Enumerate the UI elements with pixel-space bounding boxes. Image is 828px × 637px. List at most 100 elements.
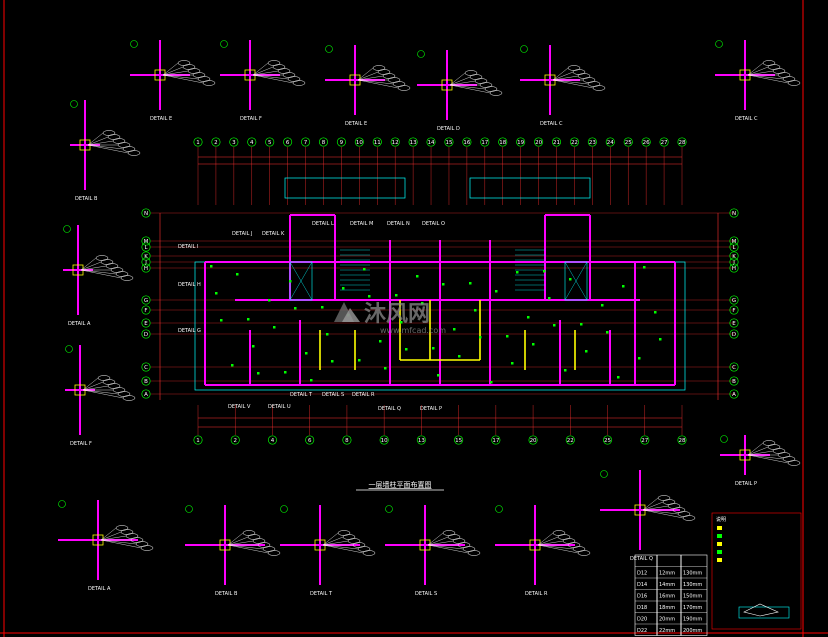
leader-line — [162, 70, 189, 76]
rebar-mark — [289, 280, 292, 283]
axis-top-21: 21 — [553, 140, 560, 146]
axis-top-9: 9 — [340, 140, 344, 146]
axis-left-K-circle — [141, 251, 151, 261]
rebar-mark — [400, 321, 403, 324]
axis-bottom-10: 10 — [381, 438, 388, 444]
leader-line — [552, 79, 589, 85]
rebar-mark — [379, 340, 382, 343]
rebar-mark — [469, 282, 472, 285]
rebar-mark — [543, 270, 546, 273]
detail-axis-bubble — [520, 45, 528, 53]
axis-right-K-circle — [729, 251, 739, 261]
rebar-mark — [210, 265, 213, 268]
axis-left-B-circle — [141, 376, 151, 386]
leader-line — [427, 544, 469, 554]
axis-top-18-circle — [498, 137, 508, 147]
leader-line — [100, 539, 142, 549]
rebar-mark — [437, 374, 440, 377]
axis-bottom-28-circle — [677, 435, 687, 445]
leader-line — [82, 381, 104, 391]
leader-line — [747, 454, 784, 460]
rebar-mark — [310, 379, 313, 382]
axis-top-7-circle — [301, 137, 311, 147]
plan-callout: DETAIL P — [420, 406, 442, 412]
table-cell: D14 — [637, 582, 647, 588]
plan-callout: DETAIL K — [262, 231, 285, 237]
axis-top-19: 19 — [517, 140, 524, 146]
axis-left-H: H — [144, 266, 148, 272]
detail-label: DETAIL B — [215, 591, 238, 597]
detail-top-5: DETAIL C — [715, 40, 801, 122]
leader-line — [82, 377, 99, 391]
rebar-mark — [606, 331, 609, 334]
axis-left-E: E — [144, 321, 148, 327]
leader-line — [322, 540, 349, 546]
axis-top-23: 23 — [589, 140, 596, 146]
rebar-mark — [326, 333, 329, 336]
leader-line — [642, 509, 679, 515]
leader-line — [449, 84, 486, 90]
plan-title: 一层墙柱平面布置图 — [369, 480, 432, 489]
legend: 说明 — [711, 512, 802, 630]
rebar-tag — [120, 275, 134, 281]
axis-top-8: 8 — [322, 140, 326, 146]
detail-axis-bubble — [63, 225, 71, 233]
axis-left-M: M — [144, 239, 149, 245]
axis-bottom-1: 1 — [196, 438, 200, 444]
leader-line — [747, 66, 769, 76]
axis-right-N-circle — [729, 208, 739, 218]
rebar-tag — [140, 545, 154, 551]
detail-left-2: DETAIL F — [65, 345, 136, 447]
axis-top-28-circle — [677, 137, 687, 147]
axis-top-20-circle — [534, 137, 544, 147]
detail-bottom-5: DETAIL Q — [600, 470, 696, 562]
axis-right-L: L — [732, 245, 736, 251]
watermark-url: www.mfcad.com — [380, 326, 446, 335]
detail-label: DETAIL F — [70, 441, 92, 447]
leader-line — [357, 71, 379, 81]
axis-left-L-circle — [141, 242, 151, 252]
axis-left-B: B — [144, 379, 148, 385]
axis-left-D: D — [144, 332, 148, 338]
legend-swatch — [717, 550, 722, 554]
axis-top-13: 13 — [410, 140, 417, 146]
rebar-mark — [268, 299, 271, 302]
axis-bottom-13-circle — [416, 435, 426, 445]
detail-axis-bubble — [417, 50, 425, 58]
rebar-tag — [122, 395, 136, 401]
leader-line — [552, 67, 569, 81]
leader-line — [357, 79, 394, 85]
plan-grid — [151, 147, 735, 435]
plan-callout: DETAIL L — [312, 221, 334, 227]
watermark-brand: 沐风网 — [364, 302, 430, 327]
rebar-mark — [479, 336, 482, 339]
detail-bottom-0: DETAIL A — [58, 500, 154, 592]
axis-bottom-8: 8 — [345, 438, 349, 444]
axis-top-2: 2 — [214, 140, 218, 146]
detail-label: DETAIL E — [345, 121, 367, 127]
leader-line — [747, 450, 774, 456]
detail-top-4: DETAIL C — [520, 45, 606, 127]
rebar-mark — [405, 348, 408, 351]
plan-callout: DETAIL N — [387, 221, 410, 227]
rebar-mark — [363, 268, 366, 271]
table-cell: 200mm — [683, 628, 702, 634]
rebar-mark — [384, 367, 387, 370]
detail-axis-bubble — [720, 435, 728, 443]
leader-line — [449, 84, 491, 94]
rebar-mark — [654, 311, 657, 314]
axis-top-27: 27 — [661, 140, 668, 146]
plan-callout: DETAIL I — [178, 244, 198, 250]
axis-right-K: K — [732, 254, 736, 260]
axis-bottom-27: 27 — [641, 438, 648, 444]
detail-bottom-1: DETAIL B — [185, 505, 281, 597]
leader-line — [162, 62, 179, 76]
detail-bottom-2: DETAIL T — [280, 505, 376, 597]
plan-callout: DETAIL V — [228, 404, 251, 410]
axis-right-F: F — [732, 308, 735, 314]
leader-line — [252, 74, 294, 84]
axis-top-14: 14 — [428, 140, 435, 146]
leader-line — [322, 544, 359, 550]
